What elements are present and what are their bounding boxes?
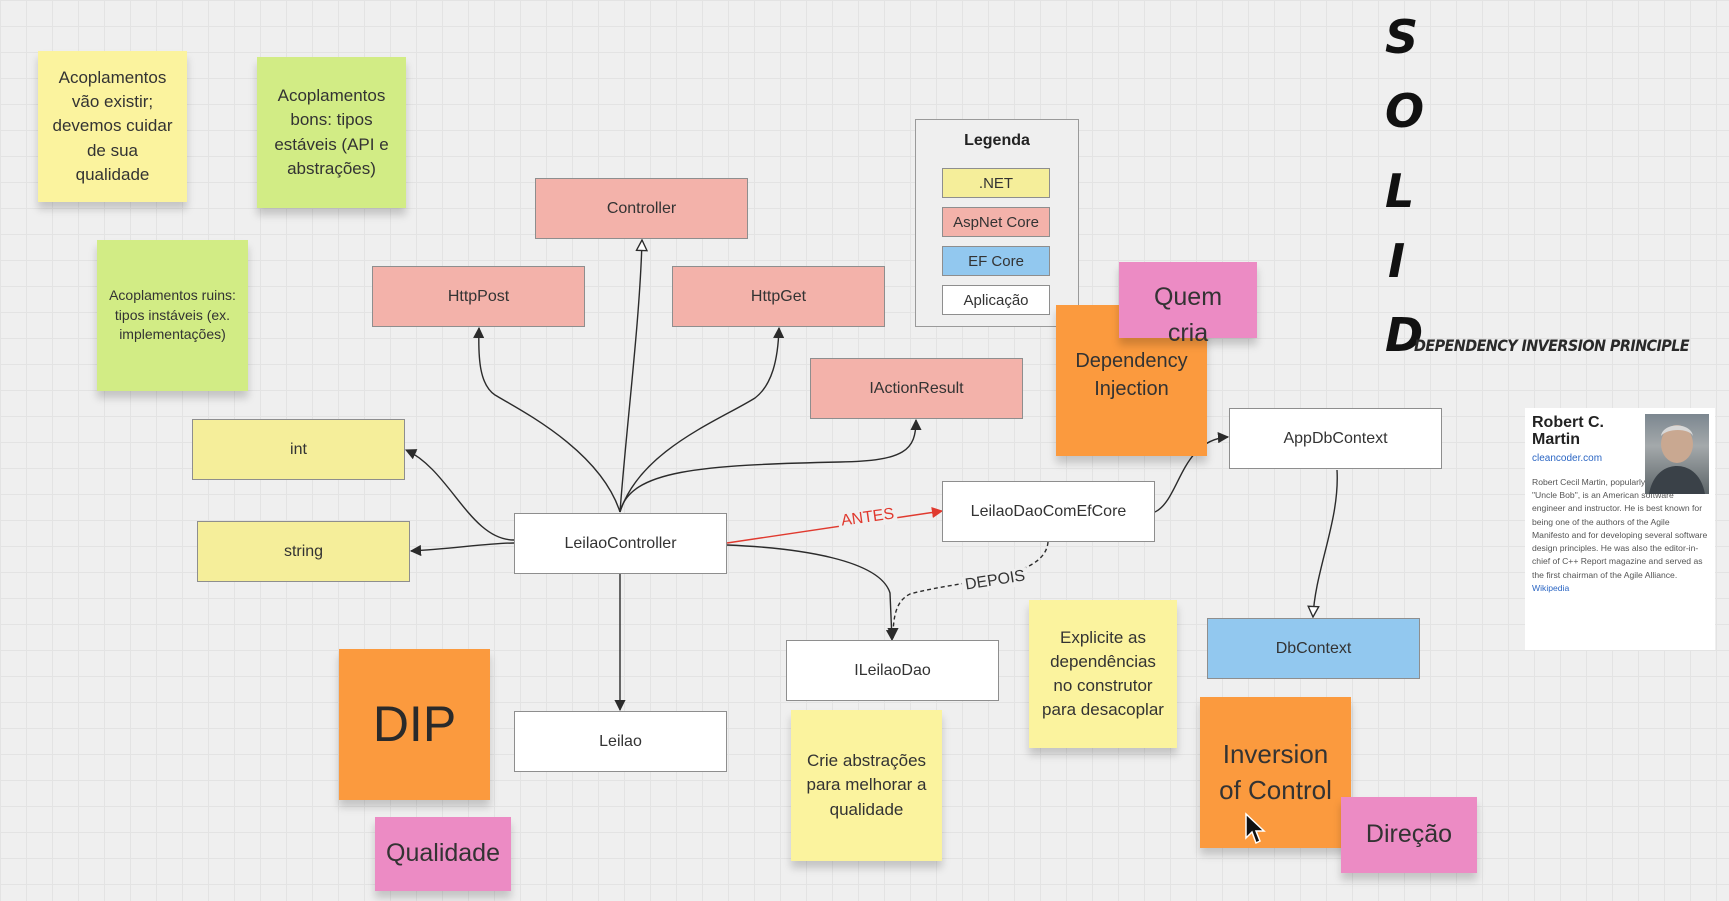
note-inversion-of-control[interactable]: Inversion of Control — [1200, 697, 1351, 848]
edge-leilaocontroller-httpget — [619, 326, 785, 513]
note-acoplamentos-existir[interactable]: Acoplamentos vão existir; devemos cuidar… — [38, 51, 187, 202]
depois-label: DEPOIS — [961, 566, 1030, 596]
profile-photo — [1645, 414, 1709, 494]
edge-leilaocontroller-int — [404, 449, 515, 541]
legend-item-aspnet-core: AspNet Core — [942, 207, 1050, 237]
antes-label: ANTES — [837, 504, 899, 532]
edge-antes — [726, 506, 944, 544]
note-acoplamentos-ruins[interactable]: Acoplamentos ruins: tipos instáveis (ex.… — [97, 240, 248, 391]
note-quem-cria[interactable]: Quem cria — [1119, 262, 1257, 347]
profile-card[interactable]: Robert C. Martin cleancoder.com Robert C… — [1525, 408, 1715, 650]
leilaocontroller-node[interactable]: LeilaoController — [514, 513, 727, 574]
edge-leilaocontroller-controller — [619, 240, 642, 513]
edge-leilaocontroller-string — [409, 542, 515, 557]
controller-node[interactable]: Controller — [535, 178, 748, 239]
note-explicite[interactable]: Explicite as dependências no construtor … — [1029, 600, 1177, 748]
legend: Legenda .NET AspNet Core EF Core Aplicaç… — [915, 119, 1079, 327]
solid-letter-o: O — [1385, 84, 1425, 138]
mouse-cursor-icon — [1245, 812, 1266, 845]
profile-wikipedia-link[interactable]: Wikipedia — [1532, 583, 1570, 594]
note-dip[interactable]: DIP — [339, 649, 490, 800]
solid-letter-l: L — [1385, 164, 1415, 218]
profile-site[interactable]: cleancoder.com — [1532, 452, 1603, 464]
legend-item-aplicacao: Aplicação — [942, 285, 1050, 315]
note-crie-abstracoes[interactable]: Crie abstrações para melhorar a qualidad… — [791, 710, 942, 861]
dbcontext-node[interactable]: DbContext — [1207, 618, 1420, 679]
note-qualidade[interactable]: Qualidade — [375, 817, 511, 891]
solid-tagline: DEPENDENCY INVERSION PRINCIPLE — [1414, 336, 1690, 355]
ileilaodao-node[interactable]: ILeilaoDao — [786, 640, 999, 701]
edge-appdbcontext-dbcontext — [1313, 469, 1338, 617]
profile-name: Robert C. Martin — [1532, 414, 1604, 448]
legend-item-dotnet: .NET — [942, 168, 1050, 198]
legend-title: Legenda — [964, 132, 1030, 149]
string-node[interactable]: string — [197, 521, 410, 582]
iactionresult-node[interactable]: IActionResult — [810, 358, 1023, 419]
solid-letter-i: I — [1388, 234, 1406, 288]
profile-bio-text: Robert Cecil Martin, popularly known as … — [1532, 476, 1708, 580]
edge-leilaocontroller-httppost — [473, 326, 621, 513]
edge-leilaocontroller-ileilaodao — [726, 544, 898, 642]
edge-leilaocontroller-iactionresult — [619, 418, 922, 513]
solid-letter-s: S — [1385, 10, 1419, 64]
leilao-node[interactable]: Leilao — [514, 711, 727, 772]
appdbcontext-node[interactable]: AppDbContext — [1229, 408, 1442, 469]
httpget-node[interactable]: HttpGet — [672, 266, 885, 327]
httppost-node[interactable]: HttpPost — [372, 266, 585, 327]
legend-item-ef-core: EF Core — [942, 246, 1050, 276]
int-node[interactable]: int — [192, 419, 405, 480]
note-direcao[interactable]: Direção — [1341, 797, 1477, 873]
note-acoplamentos-bons[interactable]: Acoplamentos bons: tipos estáveis (API e… — [257, 57, 406, 208]
solid-letter-d: D — [1385, 308, 1424, 362]
profile-bio: Robert Cecil Martin, popularly known as … — [1532, 476, 1708, 596]
leilaodaocomefcore-node[interactable]: LeilaoDaoComEfCore — [942, 481, 1155, 542]
